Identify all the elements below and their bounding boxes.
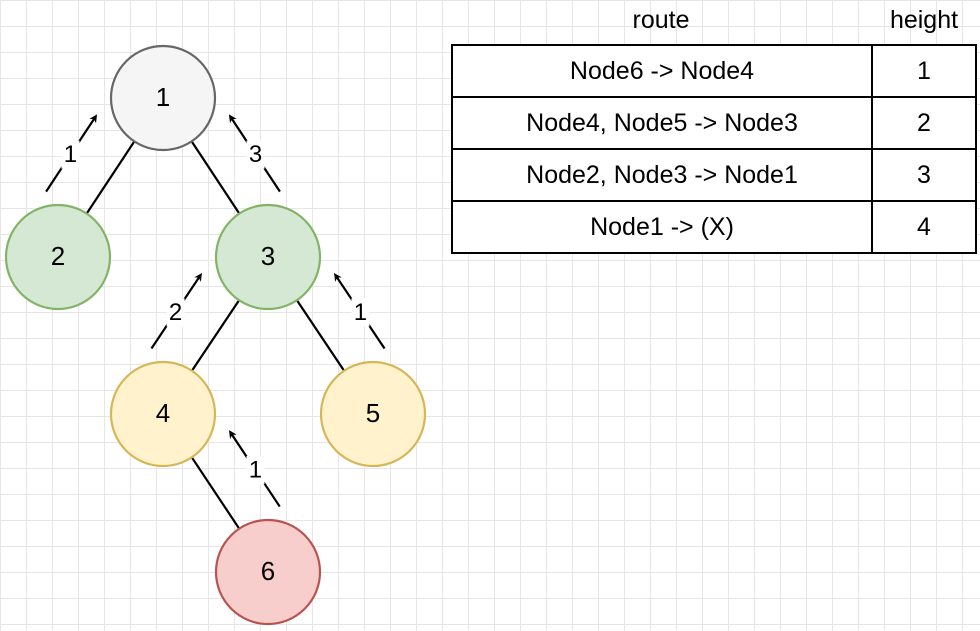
node-label: 3 [261,241,275,271]
node-label: 2 [51,241,65,271]
tree-edge [295,299,346,372]
arrow-label-background [166,298,185,327]
node-circle [4,203,112,311]
node-label: 6 [261,556,275,586]
height-arrow: 2 [150,272,202,350]
node-label: 5 [366,398,380,428]
arrow-label: 2 [169,299,182,326]
node-circle [214,203,322,311]
table-row: Node1 -> (X) 4 [451,200,977,254]
tree-edge [190,456,241,530]
node-label: 4 [156,398,170,428]
tree-node-3: 3 [214,203,322,311]
height-arrow: 1 [334,272,386,350]
height-arrow: 1 [45,114,98,193]
node-circle [214,518,322,626]
table-row: Node2, Node3 -> Node1 3 [451,148,977,202]
node-circle [319,360,427,468]
tree-edge [85,140,136,215]
route-cell: Node2, Node3 -> Node1 [451,148,873,202]
arrow-label: 3 [249,141,262,168]
height-column-header: height [889,6,959,34]
arrow-label-background [246,140,265,169]
arrow-label: 1 [249,456,262,483]
tree-edges [85,140,346,530]
tree-node-5: 5 [319,360,427,468]
height-arrows: 1 3 2 1 1 [45,114,386,508]
arrow-label-background [351,298,370,327]
tree-edge [190,299,241,372]
tree-node-2: 2 [4,203,112,311]
height-cell: 3 [871,148,977,202]
arrow-label-background [246,456,265,485]
route-height-table: Node6 -> Node4 1 Node4, Node5 -> Node3 2… [451,44,977,254]
height-cell: 2 [871,96,977,150]
height-arrow: 3 [228,114,281,193]
table-row: Node4, Node5 -> Node3 2 [451,96,977,150]
tree-nodes: 1 2 3 4 5 6 [4,44,427,626]
arrow-label: 1 [64,141,77,168]
tree-node-1: 1 [109,44,217,152]
route-cell: Node6 -> Node4 [451,44,873,98]
tree-node-4: 4 [109,360,217,468]
height-cell: 1 [871,44,977,98]
route-cell: Node1 -> (X) [451,200,873,254]
route-column-header: route [632,6,690,34]
node-label: 1 [156,82,170,112]
height-cell: 4 [871,200,977,254]
tree-node-6: 6 [214,518,322,626]
height-arrow: 1 [228,430,281,508]
route-cell: Node4, Node5 -> Node3 [451,96,873,150]
node-circle [109,360,217,468]
table-row: Node6 -> Node4 1 [451,44,977,98]
node-circle [109,44,217,152]
tree-edge [190,140,241,215]
arrow-label: 1 [354,299,367,326]
arrow-label-background [61,140,80,169]
